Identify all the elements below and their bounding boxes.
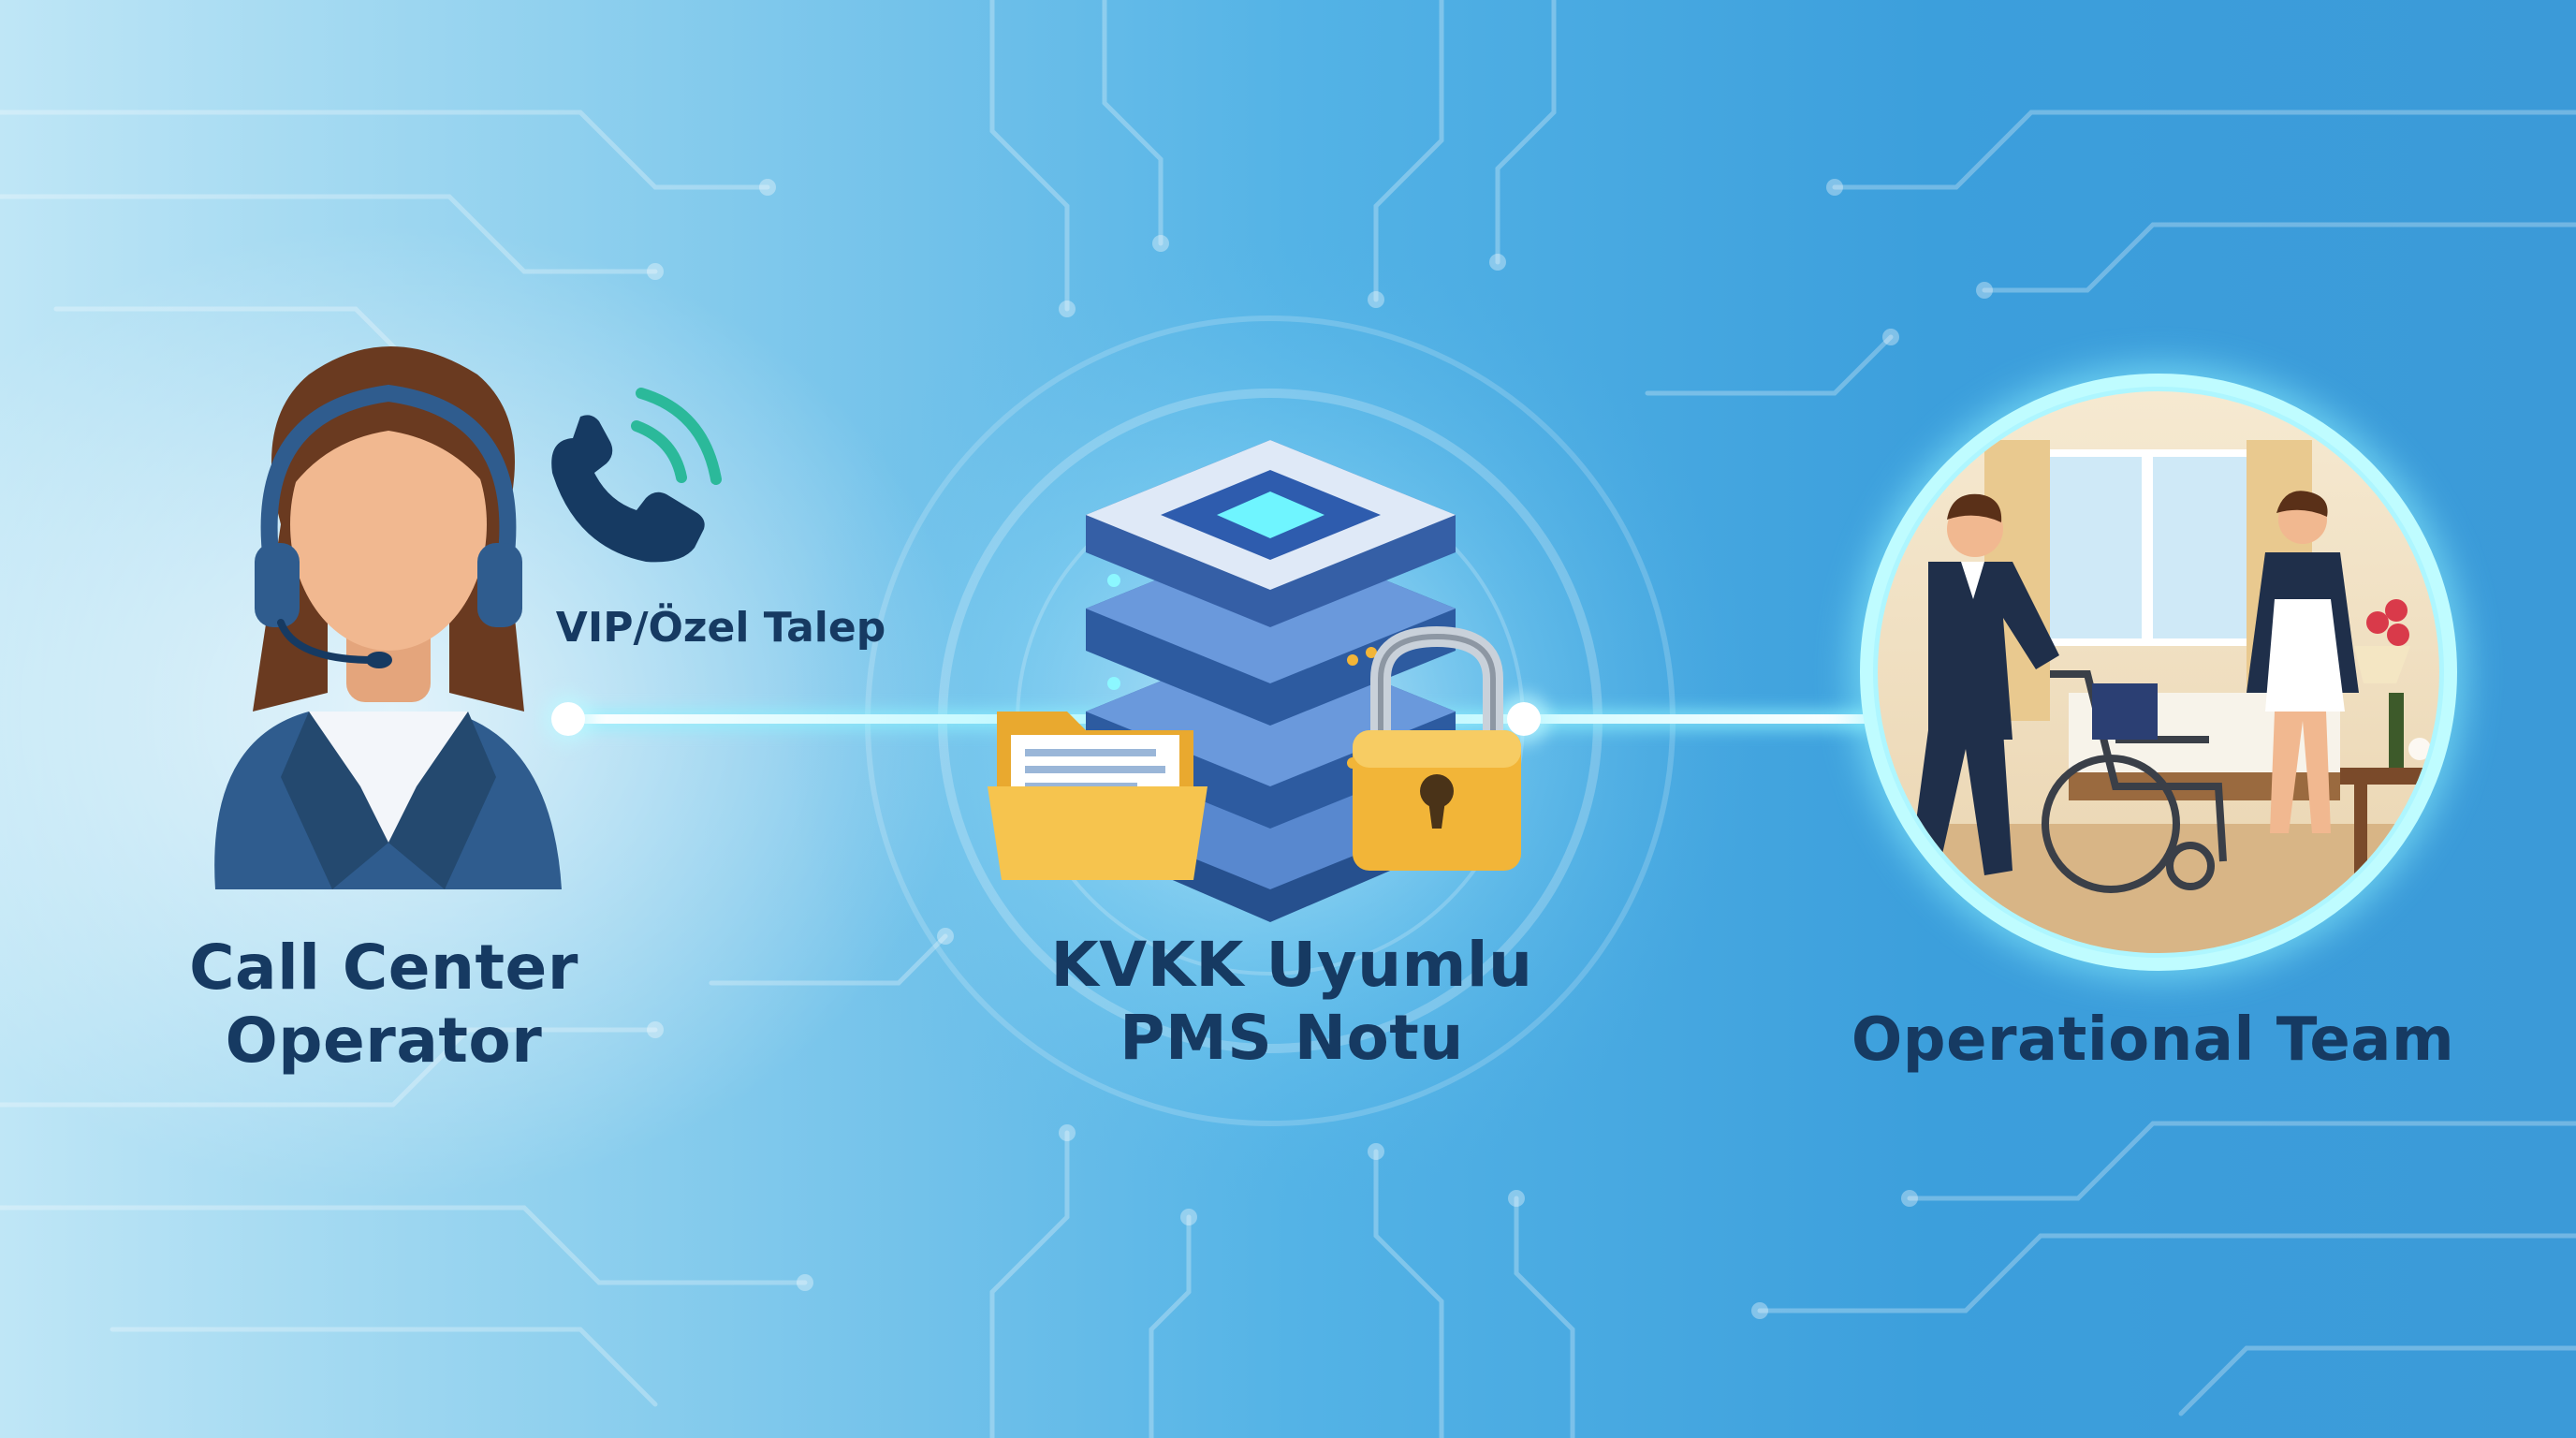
- headset-icon: [366, 652, 392, 668]
- lock-icon: [1353, 625, 1521, 871]
- operator-avatar-icon: [214, 346, 562, 889]
- operational-team-label: Operational Team: [1851, 1005, 2455, 1075]
- request-label: VIP/Özel Talep: [555, 604, 886, 652]
- connection-node-right: [1507, 702, 1541, 736]
- operator-label: Call Center Operator: [122, 932, 646, 1078]
- operator-label-line2: Operator: [225, 1005, 543, 1077]
- hotel-staff-illustration: [1850, 363, 2467, 981]
- operator-label-line1: Call Center: [189, 932, 578, 1004]
- background-glow-left: [0, 225, 973, 1198]
- pms-note-label: KVKK Uyumlu PMS Notu: [964, 929, 1619, 1075]
- pms-label-line1: KVKK Uyumlu: [1050, 929, 1533, 1001]
- phone-icon: [551, 388, 722, 563]
- folder-icon: [988, 712, 1208, 880]
- connection-node-left: [551, 702, 585, 736]
- pms-label-line2: PMS Notu: [1120, 1002, 1464, 1074]
